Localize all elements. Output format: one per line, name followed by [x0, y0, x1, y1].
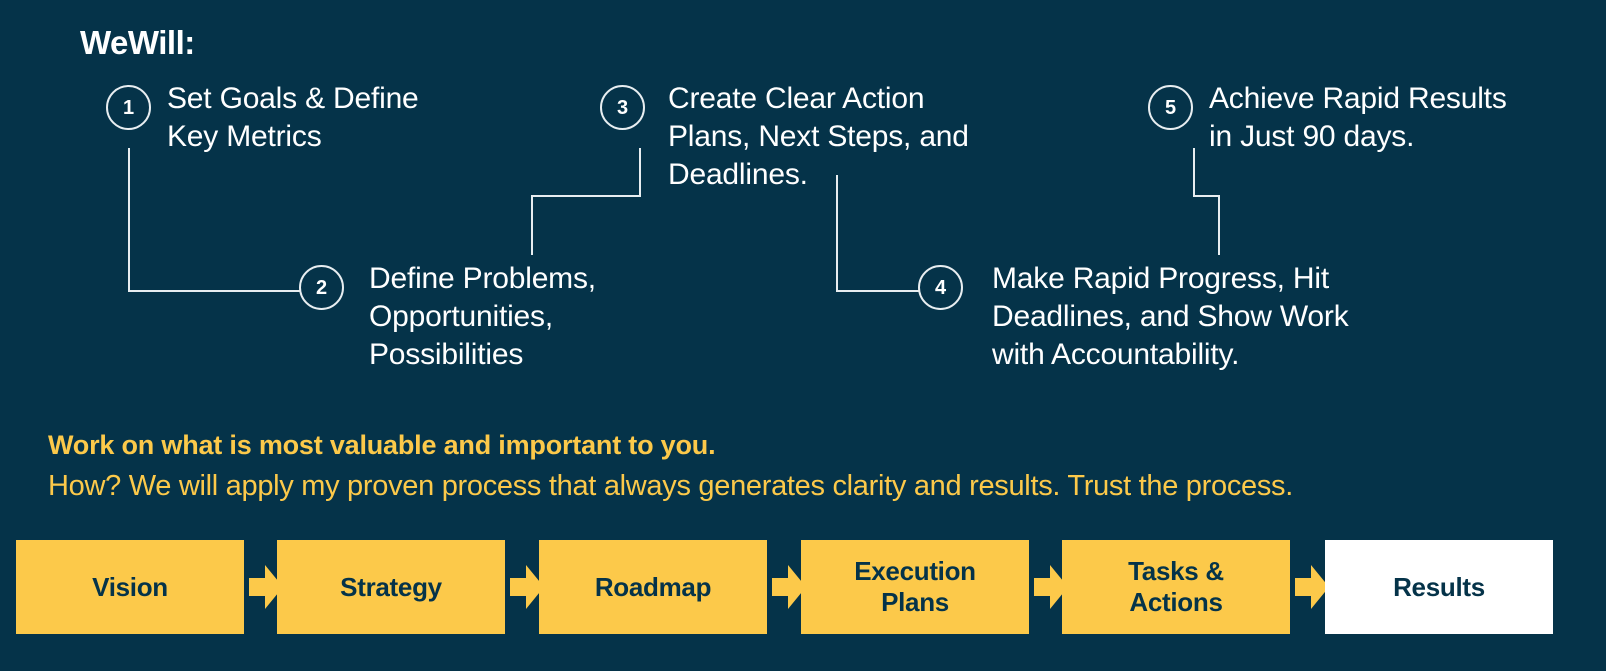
- step-text-2: Define Problems, Opportunities, Possibil…: [369, 262, 596, 371]
- connector-3-to-4-vertical: [836, 175, 838, 292]
- connector-5-vertical-upper: [1193, 148, 1195, 197]
- process-box-roadmap[interactable]: Roadmap: [539, 540, 767, 634]
- step-text-5: Achieve Rapid Results in Just 90 days.: [1209, 82, 1507, 153]
- process-box-tasks-actions[interactable]: Tasks & Actions: [1062, 540, 1290, 634]
- step-number-4: 4: [934, 276, 947, 299]
- step-circle-2[interactable]: 2: [299, 265, 344, 310]
- tagline-regular: How? We will apply my proven process tha…: [48, 470, 1294, 502]
- connector-1-to-2-horizontal: [128, 290, 300, 292]
- connector-1-to-2-vertical: [128, 148, 130, 292]
- step-circle-1[interactable]: 1: [106, 85, 151, 130]
- page-title: WeWill:: [80, 24, 195, 61]
- process-box-vision[interactable]: Vision: [16, 540, 244, 634]
- connector-3-to-2-vertical-lower: [531, 195, 533, 255]
- step-text-1: Set Goals & Define Key Metrics: [167, 82, 419, 153]
- connector-3-to-2-jog: [531, 195, 641, 197]
- process-box-execution-plans[interactable]: Execution Plans: [801, 540, 1029, 634]
- process-arrow-2: [510, 565, 544, 609]
- step-text-4: Make Rapid Progress, Hit Deadlines, and …: [992, 262, 1349, 371]
- tagline-bold: Work on what is most valuable and import…: [48, 430, 716, 460]
- connector-3-to-4-horizontal: [836, 290, 920, 292]
- process-arrow-3: [772, 565, 806, 609]
- connector-3-to-2-vertical-upper: [639, 148, 641, 197]
- step-circle-4[interactable]: 4: [918, 265, 963, 310]
- connector-5-jog: [1193, 195, 1220, 197]
- process-box-strategy[interactable]: Strategy: [277, 540, 505, 634]
- process-arrow-5: [1295, 565, 1329, 609]
- step-number-1: 1: [122, 96, 135, 119]
- process-arrow-4: [1034, 565, 1068, 609]
- step-number-5: 5: [1164, 96, 1177, 119]
- step-circle-5[interactable]: 5: [1148, 85, 1193, 130]
- step-text-3: Create Clear Action Plans, Next Steps, a…: [668, 82, 969, 191]
- step-circle-3[interactable]: 3: [600, 85, 645, 130]
- process-arrow-1: [249, 565, 283, 609]
- step-number-2: 2: [315, 276, 328, 299]
- connector-5-vertical-lower: [1218, 195, 1220, 255]
- process-box-results[interactable]: Results: [1325, 540, 1553, 634]
- step-number-3: 3: [616, 96, 629, 119]
